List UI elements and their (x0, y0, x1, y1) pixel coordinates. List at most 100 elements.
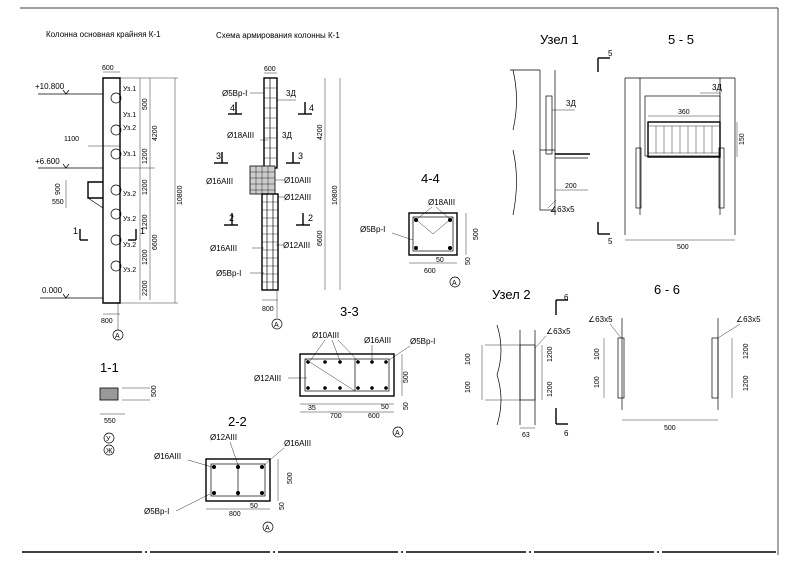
sec55-dim-150: 150 (739, 133, 746, 145)
dim-2200: 2200 (142, 280, 149, 296)
title-reinforcement-scheme: Схема армирования колонны К-1 (216, 31, 340, 40)
title-column-main: Колонна основная крайняя К-1 (46, 30, 161, 39)
section-4-4: Ø18АIII Ø5Вр-I 500 50 600 50 А (360, 198, 480, 288)
dim-600-top: 600 (102, 65, 114, 72)
node-label-1b: Уз.1 (123, 112, 136, 119)
sec11-dim-550: 550 (104, 418, 116, 425)
sec22-dim-50a: 50 (250, 503, 258, 510)
title-section-6-6: 6 - 6 (654, 282, 680, 297)
sec55-dim-360: 360 (678, 109, 690, 116)
sec33-dim-700: 700 (330, 413, 342, 420)
mark-mid: +6.600 (35, 157, 60, 166)
node2-dim-63: 63 (522, 432, 530, 439)
node2-dim-1200b: 1200 (547, 381, 554, 397)
dim-4200: 4200 (152, 125, 159, 141)
scheme-dim-4200: 4200 (317, 124, 324, 140)
cut-1-left: 1 (73, 226, 78, 236)
sec66-dim-1200b: 1200 (743, 375, 750, 391)
node1-3d: 3Д (566, 99, 576, 108)
section-2-2: Ø12АIII Ø16АIII Ø16АIII Ø5Вр-I 800 50 50… (144, 433, 311, 533)
scheme-3d-top: 3Д (286, 89, 296, 98)
node2-dim-100b: 100 (465, 381, 472, 393)
node-label-2a: Уз.2 (123, 125, 136, 132)
mark-top: +10.800 (35, 82, 65, 91)
title-node-2: Узел 2 (492, 287, 531, 302)
node2-dim-1200a: 1200 (547, 346, 554, 362)
sec33-bar-10: Ø10АIII (312, 331, 339, 340)
dim-1200-a: 1200 (142, 148, 149, 164)
column-elevation: +10.800 +6.600 0.000 600 1100 900 550 80… (35, 65, 184, 341)
sec33-dim-35: 35 (308, 405, 316, 412)
cut-2-left: 2 (229, 213, 234, 223)
node-label-2b: Уз.2 (123, 191, 136, 198)
scheme-bar-5vr-bottom: Ø5Вр-I (216, 269, 241, 278)
sec11-dim-500: 500 (151, 385, 158, 397)
scheme-bar-16-bottom: Ø16АIII (210, 244, 237, 253)
scheme-dim-800: 800 (262, 306, 274, 313)
sec44-dim-50b: 50 (465, 257, 472, 265)
scheme-dim-600: 600 (264, 66, 276, 73)
sec33-bar-16: Ø16АIII (364, 336, 391, 345)
cut-4-left: 4 (230, 103, 235, 113)
scheme-bar-12-bottom: Ø12АIII (283, 241, 310, 250)
scheme-axis-a: А (274, 322, 279, 329)
sec33-dim-50a: 50 (381, 404, 389, 411)
sec44-dim-600: 600 (424, 268, 436, 275)
node2-dim-100a: 100 (465, 353, 472, 365)
node-label-2c: Уз.2 (123, 216, 136, 223)
sec22-bar-16b: Ø16АIII (284, 439, 311, 448)
dim-1100: 1100 (64, 136, 79, 143)
sec22-axis-a: А (265, 525, 270, 532)
dim-550: 550 (52, 199, 64, 206)
sec55-3d: 3Д (712, 83, 722, 92)
dim-1200-b: 1200 (142, 179, 149, 195)
dim-6600: 6600 (152, 234, 159, 250)
scheme-dim-10800: 10800 (332, 185, 339, 205)
title-section-3-3: 3-3 (340, 304, 359, 319)
section-5-5: 3Д 360 150 500 (624, 77, 746, 251)
node1-cut-5a: 5 (608, 49, 613, 58)
sec22-dim-800: 800 (229, 511, 241, 518)
section-1-1: 500 550 У Ж (99, 385, 158, 456)
sec66-dim-100b: 100 (594, 376, 601, 388)
sec44-dim-500: 500 (473, 228, 480, 240)
sec33-bar-5vr: Ø5Вр-I (410, 337, 435, 346)
node1-dim-200: 200 (565, 183, 577, 190)
dim-500-a: 500 (142, 98, 149, 110)
node-label-2e: Уз.2 (123, 267, 136, 274)
sec33-axis-a: А (395, 430, 400, 437)
node-label-1c: Уз.1 (123, 151, 136, 158)
scheme-dim-6600: 6600 (317, 230, 324, 246)
sec22-dim-50b: 50 (279, 502, 286, 510)
axis-a-column: А (115, 333, 120, 340)
node1-angle: ∠63х5 (550, 205, 575, 214)
dim-1200-c: 1200 (142, 214, 149, 230)
title-section-2-2: 2-2 (228, 414, 247, 429)
sec22-dim-500: 500 (287, 472, 294, 484)
sec33-dim-600: 600 (368, 413, 380, 420)
section-3-3: Ø10АIII Ø16АIII Ø5Вр-I Ø12АIII 35 700 60… (254, 331, 435, 438)
sec11-axis-u: У (106, 436, 111, 443)
sec33-dim-50b: 50 (403, 402, 410, 410)
cut-3-left: 3 (216, 151, 221, 161)
node2-angle: ∠63х5 (546, 327, 571, 336)
cut-2-right: 2 (308, 213, 313, 223)
node-label-2d: Уз.2 (123, 242, 136, 249)
sec44-dim-50a: 50 (436, 257, 444, 264)
title-section-5-5: 5 - 5 (668, 32, 694, 47)
sec22-bar-12: Ø12АIII (210, 433, 237, 442)
sec44-bar-5vr: Ø5Вр-I (360, 225, 385, 234)
sec33-bar-12: Ø12АIII (254, 374, 281, 383)
dim-900: 900 (55, 183, 62, 195)
title-node-1: Узел 1 (540, 32, 579, 47)
node-1: 3Д 200 ∠63х5 5 5 (510, 49, 613, 246)
title-section-4-4: 4-4 (421, 171, 440, 186)
scheme-bar-12-top: Ø12АIII (284, 193, 311, 202)
node2-cut-6b: 6 (564, 429, 569, 438)
sec22-bar-16a: Ø16АIII (154, 452, 181, 461)
dim-10800: 10800 (177, 185, 184, 205)
sec11-axis-zh: Ж (106, 448, 113, 455)
reinforcement-scheme: 600 800 А 4200 6600 10800 Ø5Вр-I 3Д Ø18А… (206, 66, 341, 330)
node-2: 100 100 1200 1200 ∠63х5 63 6 6 (465, 293, 571, 439)
